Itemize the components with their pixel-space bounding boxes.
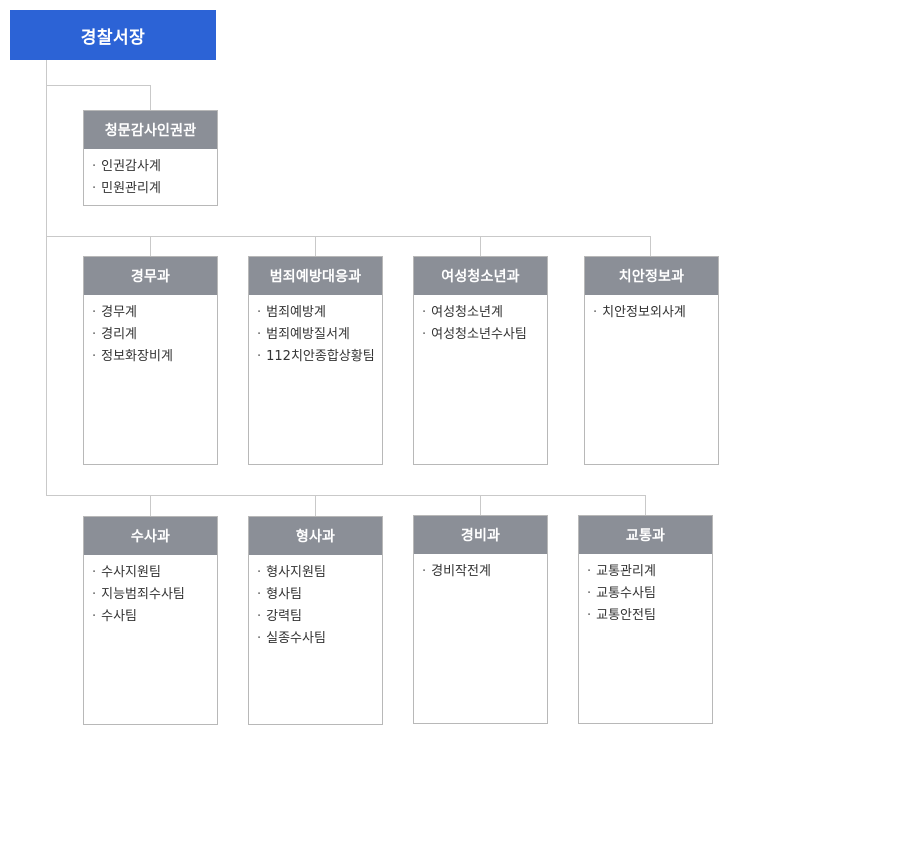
row1-drop — [650, 236, 651, 256]
row1-drop — [150, 236, 151, 256]
dept-box-crime-prevention: 범죄예방대응과 ·범죄예방계 ·범죄예방질서계 ·112치안종합상황팀 — [248, 256, 383, 465]
row2-branch-h — [46, 495, 646, 496]
dept-list: ·수사지원팀 ·지능범죄수사팀 ·수사팀 — [84, 555, 217, 628]
dept-title: 치안정보과 — [585, 257, 718, 295]
row1-branch-h — [46, 236, 651, 237]
list-item: ·수사팀 — [92, 609, 138, 624]
chief-title: 경찰서장 — [80, 27, 146, 48]
list-item: ·민원관리계 — [92, 181, 161, 196]
list-item: ·수사지원팀 — [92, 565, 161, 580]
dept-box-intelligence: 치안정보과 ·치안정보외사계 — [584, 256, 719, 465]
list-item: ·교통관리계 — [587, 564, 656, 579]
dept-list: ·형사지원팀 ·형사팀 ·강력팀 ·실종수사팀 — [249, 555, 382, 650]
list-item: ·경리계 — [92, 327, 138, 342]
row1-drop — [480, 236, 481, 256]
dept-list: ·교통관리계 ·교통수사팀 ·교통안전팀 — [579, 554, 712, 627]
list-item: ·형사지원팀 — [257, 565, 326, 580]
audit-list: ·인권감사계 ·민원관리계 — [84, 149, 217, 200]
dept-box-investigation: 수사과 ·수사지원팀 ·지능범죄수사팀 ·수사팀 — [83, 516, 218, 725]
trunk-line — [46, 60, 47, 495]
row2-drop — [315, 495, 316, 516]
row2-drop — [645, 495, 646, 516]
dept-box-women-youth: 여성청소년과 ·여성청소년계 ·여성청소년수사팀 — [413, 256, 548, 465]
dept-title: 형사과 — [249, 517, 382, 555]
bullet: · — [92, 159, 97, 174]
list-item: ·인권감사계 — [92, 159, 161, 174]
list-item: ·경비작전계 — [422, 564, 491, 579]
dept-box-criminal: 형사과 ·형사지원팀 ·형사팀 ·강력팀 ·실종수사팀 — [248, 516, 383, 725]
dept-title: 수사과 — [84, 517, 217, 555]
dept-list: ·경비작전계 — [414, 554, 547, 583]
list-item: ·형사팀 — [257, 587, 303, 602]
list-item: ·범죄예방계 — [257, 305, 326, 320]
dept-list: ·범죄예방계 ·범죄예방질서계 ·112치안종합상황팀 — [249, 295, 382, 368]
list-item: ·교통안전팀 — [587, 608, 656, 623]
row2-drop — [150, 495, 151, 516]
list-item: ·경무계 — [92, 305, 138, 320]
list-item: ·치안정보외사계 — [593, 305, 686, 320]
list-item: ·정보화장비계 — [92, 349, 173, 364]
list-item: ·실종수사팀 — [257, 631, 326, 646]
list-item: ·지능범죄수사팀 — [92, 587, 185, 602]
dept-box-traffic: 교통과 ·교통관리계 ·교통수사팀 ·교통안전팀 — [578, 515, 713, 724]
dept-box-security: 경비과 ·경비작전계 — [413, 515, 548, 724]
dept-list: ·여성청소년계 ·여성청소년수사팀 — [414, 295, 547, 346]
dept-list: ·치안정보외사계 — [585, 295, 718, 324]
audit-branch-h — [46, 85, 150, 86]
list-item: ·범죄예방질서계 — [257, 327, 350, 342]
dept-title: 여성청소년과 — [414, 257, 547, 295]
dept-title: 범죄예방대응과 — [249, 257, 382, 295]
audit-branch-v — [150, 85, 151, 110]
list-item: ·여성청소년수사팀 — [422, 327, 527, 342]
audit-box: 청문감사인권관 ·인권감사계 ·민원관리계 — [83, 110, 218, 206]
row2-drop — [480, 495, 481, 516]
list-item: ·교통수사팀 — [587, 586, 656, 601]
dept-title: 교통과 — [579, 516, 712, 554]
dept-box-general-affairs: 경무과 ·경무계 ·경리계 ·정보화장비계 — [83, 256, 218, 465]
list-item: ·112치안종합상황팀 — [257, 349, 375, 364]
list-item: ·여성청소년계 — [422, 305, 503, 320]
dept-list: ·경무계 ·경리계 ·정보화장비계 — [84, 295, 217, 368]
row1-drop — [315, 236, 316, 256]
audit-title: 청문감사인권관 — [84, 111, 217, 149]
dept-title: 경무과 — [84, 257, 217, 295]
chief-node: 경찰서장 — [10, 10, 216, 60]
bullet: · — [92, 181, 97, 196]
list-item: ·강력팀 — [257, 609, 303, 624]
dept-title: 경비과 — [414, 516, 547, 554]
